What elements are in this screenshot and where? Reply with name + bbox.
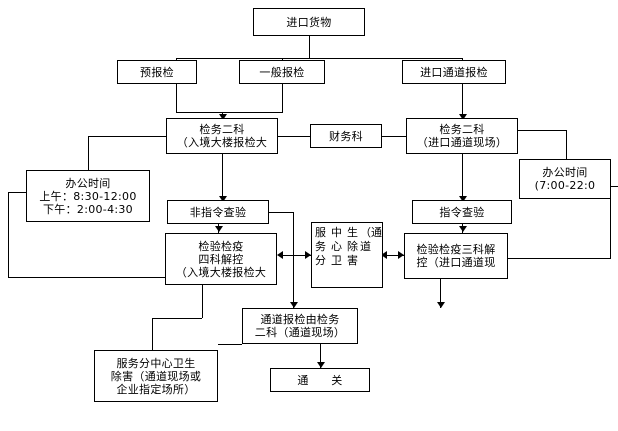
node-channel-declaration-dept2: 通道报检由检务 二科（通道现场）: [242, 308, 358, 344]
node-service-center: （通道 生除害 中心卫 服务分: [311, 222, 383, 288]
arrow-to-instruction: [459, 196, 467, 202]
service-center-col1-text: 服务分: [315, 226, 326, 267]
connector-title-stem: [309, 36, 310, 58]
connector-dept4-bottom-bar: [152, 318, 202, 319]
node-office-hours-left-line1: 办公时间: [65, 176, 111, 190]
arrow-dept3-to-service: [381, 251, 387, 259]
node-quarantine-dept4-line2: 四科解控: [198, 252, 244, 266]
node-office-hours-left-line3: 下午：2:00-4:30: [43, 202, 133, 216]
node-inspection-dept-left: 检务二科 （入境大楼报检大: [166, 118, 278, 154]
connector-pre-down: [176, 84, 177, 112]
connector-hours-right-down: [566, 130, 567, 160]
connector-channel-down: [462, 84, 463, 116]
node-import-goods: 进口货物: [253, 8, 365, 36]
connector-top-bus: [176, 58, 462, 59]
arrow-to-non-instruction: [219, 196, 227, 202]
node-finance-dept: 财务科: [310, 124, 382, 148]
node-service-center-col4: （通道: [360, 226, 382, 254]
node-inspection-dept-right: 检务二科 （进口通道现场）: [406, 118, 518, 154]
connector-dept4-to-bottom-service: [152, 318, 153, 350]
node-inspection-dept-right-line1: 检务二科: [439, 123, 485, 136]
node-non-instruction-check-label: 非指令查验: [189, 205, 247, 219]
node-non-instruction-check: 非指令查验: [167, 200, 269, 224]
node-service-center-col3: 生除害: [347, 226, 363, 268]
node-quarantine-dept4-line1: 检验检疫: [198, 239, 244, 253]
connector-hours-left-down: [8, 192, 9, 277]
arrow-bypass-to-channel-dept2: [290, 302, 298, 308]
node-office-hours-right-line1: 办公时间: [542, 166, 588, 179]
connector-hours-right-out: [611, 186, 618, 187]
node-channel-declaration: 进口通道报检: [402, 60, 506, 84]
connector-hours-left-out: [8, 192, 26, 193]
arrow-to-inspection-right: [459, 114, 467, 120]
node-import-goods-label: 进口货物: [286, 15, 332, 29]
connector-inspleft-down: [222, 154, 223, 200]
node-service-center-bottom-line1: 服务分中心卫生: [116, 356, 196, 370]
node-service-center-col1: 服务分: [315, 226, 331, 268]
node-office-hours-left-line2: 上午：8:30-12:00: [39, 189, 137, 203]
node-channel-declaration-label: 进口通道报检: [420, 65, 488, 79]
node-service-center-col2: 中心卫: [331, 226, 347, 268]
arrow-service-to-dept3: [398, 251, 404, 259]
node-quarantine-dept3: 检验检疫三科解 控（进口通道现: [404, 233, 508, 279]
arrow-to-quarantine-dept4: [215, 226, 223, 232]
service-center-col4-text: （通道: [360, 226, 382, 253]
node-service-center-bottom-line3: 企业指定场所）: [116, 382, 196, 396]
arrow-to-quarantine-dept3: [459, 226, 467, 232]
connector-hours-down: [88, 136, 89, 171]
node-inspection-dept-left-line1: 检务二科: [199, 123, 245, 136]
connector-channel-dept2-down: [320, 344, 321, 368]
connector-dept3-down: [440, 279, 441, 308]
connector-dept4-down: [202, 285, 203, 318]
connector-inspleft-to-hours-top: [88, 136, 166, 137]
service-center-col3-text: 生除害: [347, 226, 358, 267]
node-quarantine-dept3-line2: 控（进口通道现: [416, 256, 496, 269]
node-customs-clearance: 通 关: [270, 368, 370, 392]
node-channel-declaration-dept2-line1: 通道报检由检务: [260, 313, 340, 326]
connector-general-down: [282, 84, 283, 112]
node-service-center-bottom-line2: 除害（通道现场或: [110, 369, 202, 383]
connector-service-to-dept3: [383, 255, 404, 256]
node-quarantine-dept3-line1: 检验检疫三科解: [416, 243, 496, 256]
arrow-to-customs-clearance: [317, 362, 325, 368]
connector-noninstr-bypass-down: [293, 212, 294, 308]
node-instruction-check: 指令查验: [412, 200, 512, 224]
node-inspection-dept-right-line2: （进口通道现场）: [416, 136, 508, 149]
node-pre-declaration-label: 预报检: [140, 65, 174, 79]
node-finance-dept-label: 财务科: [329, 129, 363, 143]
node-quarantine-dept4: 检验检疫 四科解控 （入境大楼报检大: [165, 233, 277, 285]
connector-noninstr-right: [269, 212, 293, 213]
connector-finance-to-right: [382, 136, 406, 137]
service-center-col2-text: 中心卫: [331, 226, 342, 267]
connector-hours-left-to-dept4: [8, 277, 166, 278]
arrow-dept3-to-channel-dept2: [437, 302, 445, 308]
arrow-dept4-to-service: [305, 251, 311, 259]
connector-hours-right-loop-down: [610, 186, 611, 258]
node-pre-declaration: 预报检: [117, 60, 197, 84]
node-general-declaration-label: 一般报检: [259, 65, 305, 79]
arrow-to-inspection-left: [219, 114, 227, 120]
connector-bottom-service-bus: [218, 344, 242, 345]
node-service-center-bottom: 服务分中心卫生 除害（通道现场或 企业指定场所）: [94, 350, 218, 402]
connector-merge-bar: [176, 112, 283, 113]
connector-inspright-to-hours: [518, 130, 566, 131]
connector-dept4-to-service: [281, 255, 311, 256]
node-quarantine-dept4-line3: （入境大楼报检大: [175, 265, 267, 279]
connector-left-to-finance: [278, 136, 310, 137]
connector-hours-right-to-dept3: [508, 258, 611, 259]
connector-inspright-down: [462, 154, 463, 200]
node-general-declaration: 一般报检: [239, 60, 325, 84]
arrow-service-to-dept4: [277, 251, 283, 259]
node-channel-declaration-dept2-line2: 二科（通道现场）: [254, 326, 346, 339]
node-office-hours-right-line2: (7:00-22:0: [534, 179, 596, 192]
node-office-hours-right: 办公时间 (7:00-22:0: [519, 159, 611, 199]
node-inspection-dept-left-line2: （入境大楼报检大: [176, 136, 268, 149]
node-customs-clearance-label: 通 关: [297, 373, 343, 387]
node-instruction-check-label: 指令查验: [439, 205, 485, 219]
node-office-hours-left: 办公时间 上午：8:30-12:00 下午：2:00-4:30: [26, 170, 150, 222]
